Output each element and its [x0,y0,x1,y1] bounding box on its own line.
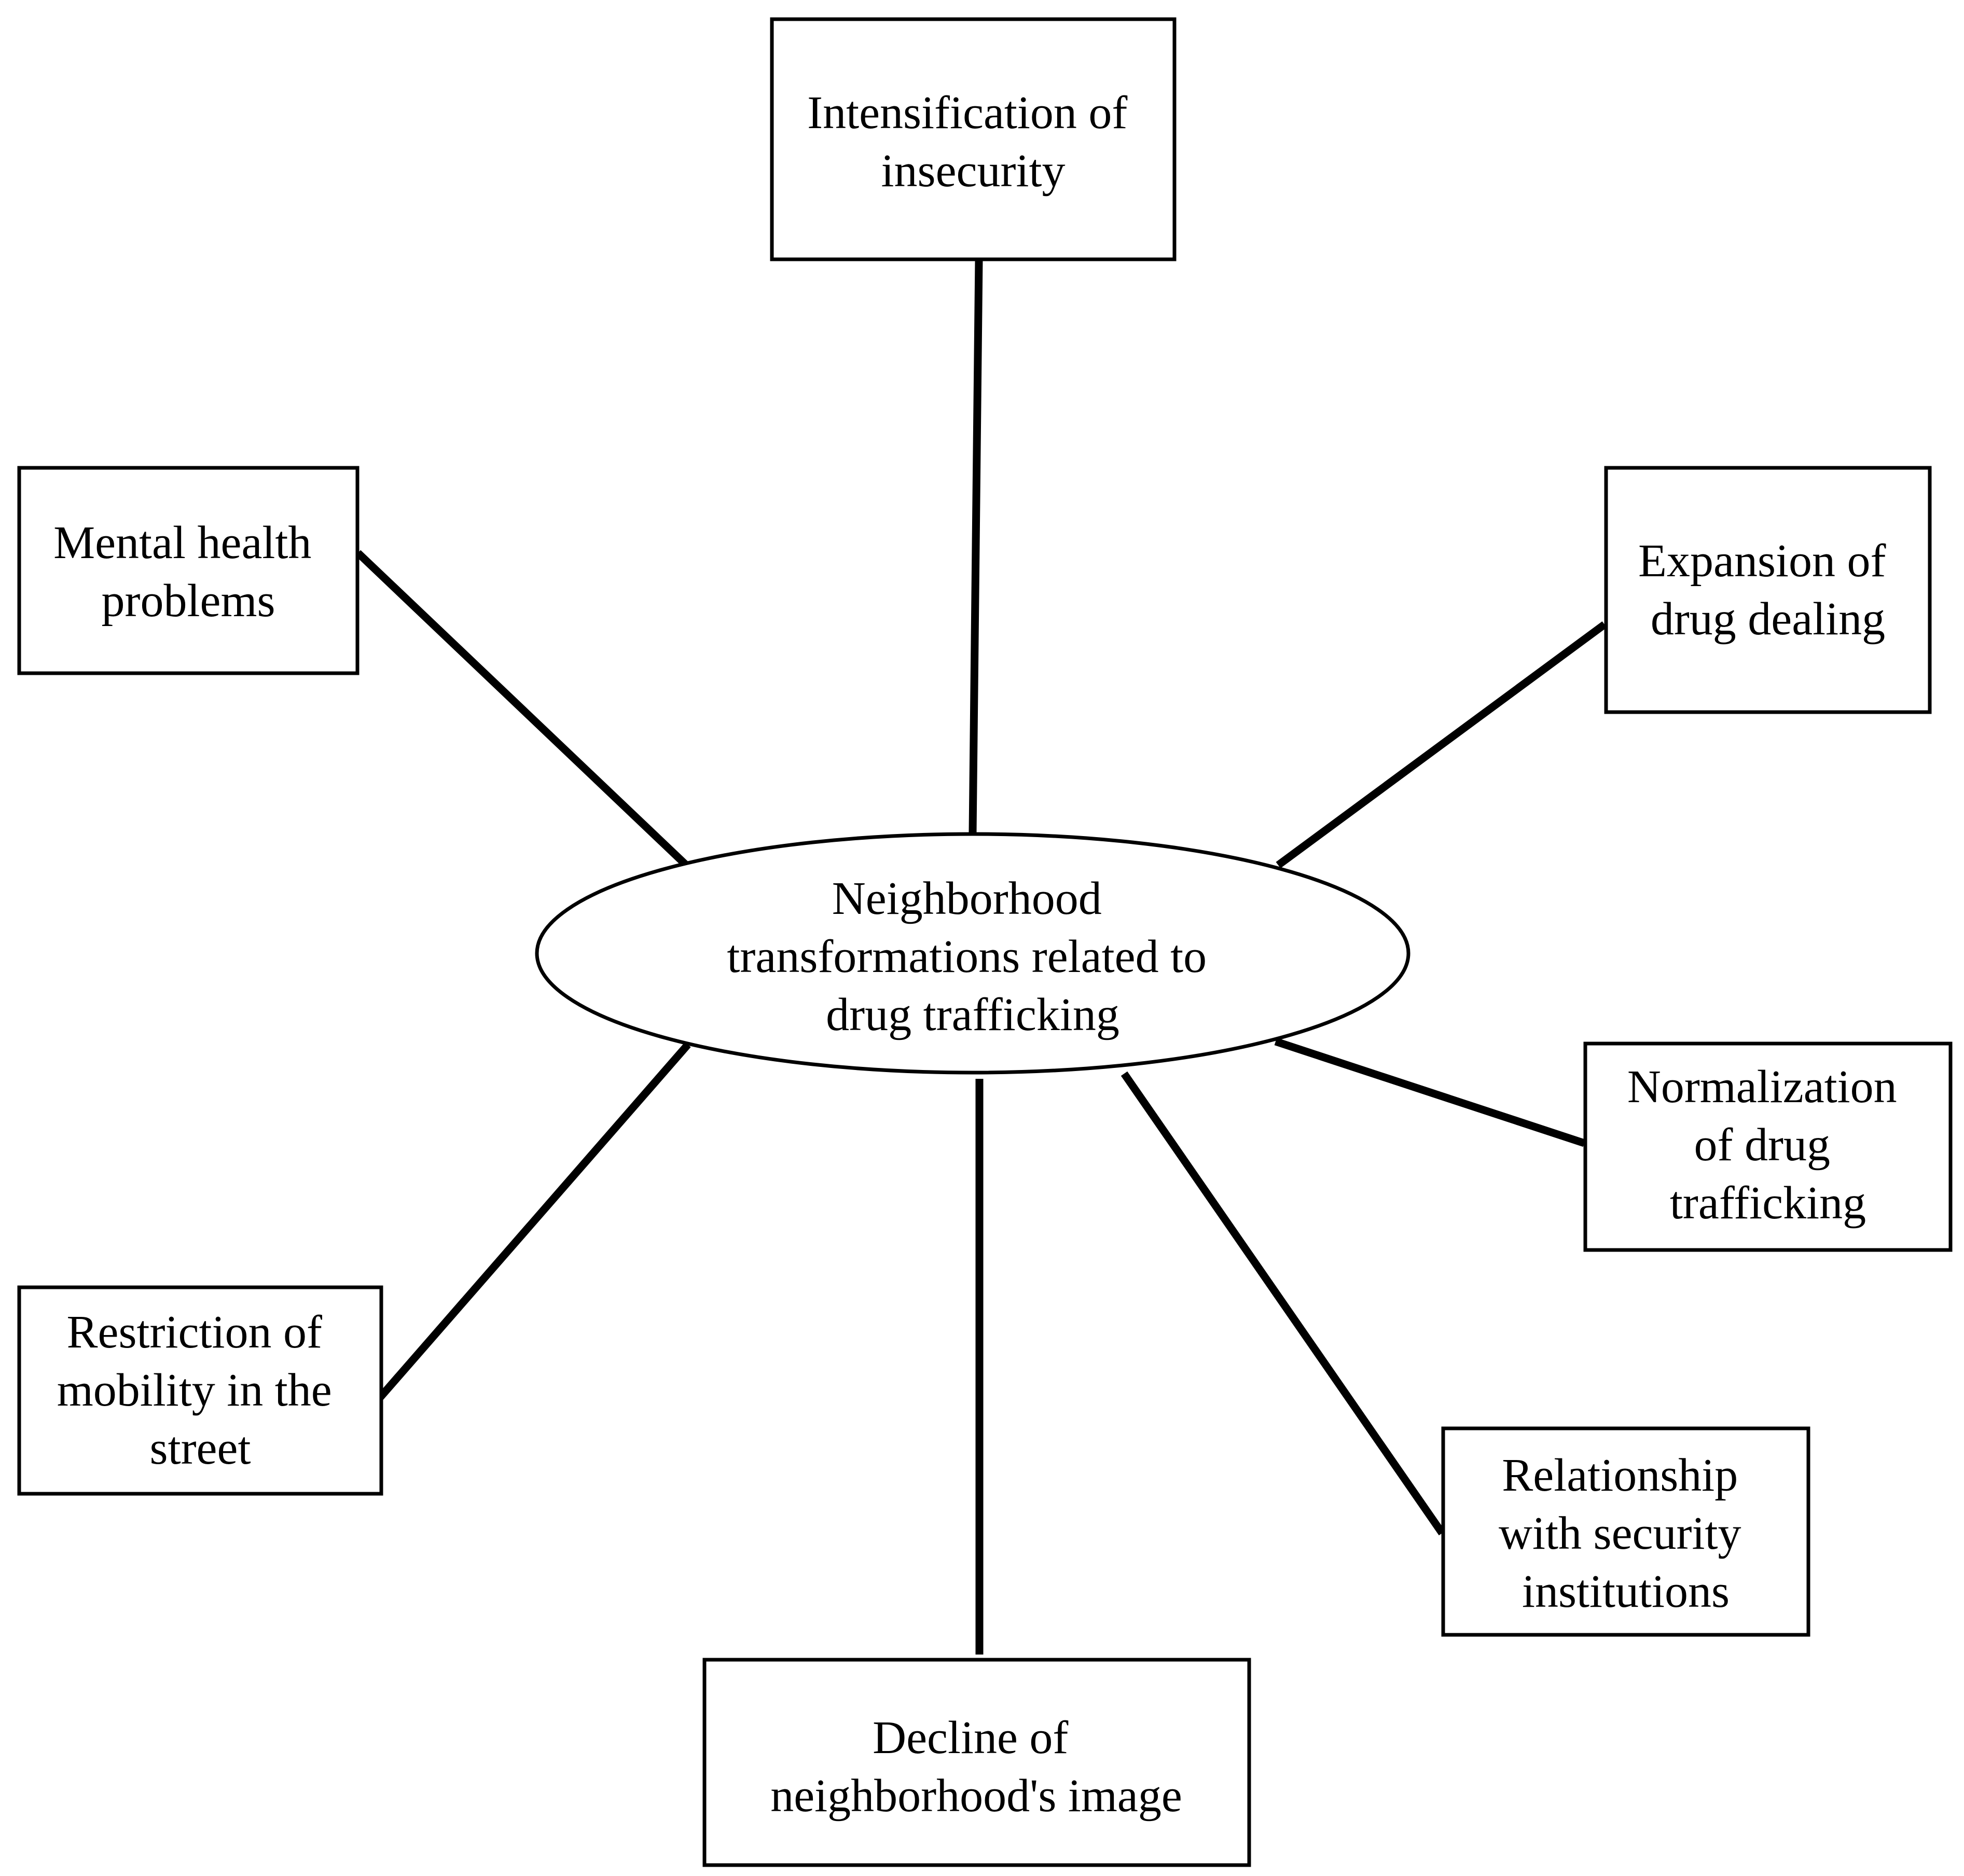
node-box [1441,1426,1810,1637]
node-label: Mental health problems [53,517,323,627]
node-label: Expansion of drug dealing [1638,535,1898,645]
node-label: Restriction of mobility in the street [57,1307,343,1474]
node-label-line: Intensification of [807,87,1127,138]
node-label-line: insecurity [881,145,1066,197]
node-relationship-with-security-institutions: Relationship with security institutions [1441,1426,1810,1637]
center-ellipse [535,832,1410,1075]
connector-relationship-with-security-institutions [1121,1071,1446,1536]
node-box [17,1285,383,1496]
center-node: Neighborhood transformations related to … [535,832,1410,1075]
node-label-line: with security [1499,1508,1741,1559]
node-label-line: of drug [1694,1119,1830,1171]
node-label-line: problems [102,575,275,627]
node-box [702,1658,1251,1867]
node-label-line: Mental health [53,517,311,568]
node-mental-health-problems: Mental health problems [17,466,359,675]
node-label: Relationship with security institutions [1499,1450,1753,1617]
connector-expansion-of-drug-dealing [1276,621,1607,869]
connectors [355,260,1607,1655]
center-label-line: Neighborhood [832,873,1102,924]
node-label-line: Normalization [1627,1061,1897,1113]
node-label-line: street [150,1423,251,1474]
connector-restriction-of-mobility [377,1042,691,1400]
node-box [770,17,1177,261]
node-label: Intensification of insecurity [807,87,1139,197]
node-box [17,466,359,675]
center-label-line: transformations related to [727,931,1207,982]
node-label-line: Relationship [1502,1450,1738,1501]
node-label-line: neighborhood's image [770,1770,1182,1822]
node-label: Decline of neighborhood's image [770,1712,1182,1822]
node-normalization-of-drug-trafficking: Normalization of drug trafficking [1583,1041,1953,1252]
node-box [1604,466,1932,714]
node-label-line: drug dealing [1651,593,1885,645]
connector-intensification-of-insecurity [969,260,983,833]
node-intensification-of-insecurity: Intensification of insecurity [770,17,1177,261]
connector-normalization-of-drug-trafficking [1274,1037,1586,1147]
node-label-line: Restriction of [67,1307,322,1358]
node-label-line: trafficking [1670,1177,1866,1229]
node-label-line: Expansion of [1638,535,1886,587]
node-restriction-of-mobility: Restriction of mobility in the street [17,1285,383,1496]
node-label-line: Decline of [873,1712,1068,1763]
node-expansion-of-drug-dealing: Expansion of drug dealing [1604,466,1932,714]
node-label: Normalization of drug trafficking [1627,1061,1908,1229]
connector-mental-health-problems [355,550,690,869]
center-label-line: drug trafficking [826,989,1119,1040]
node-box [1583,1041,1953,1252]
center-label: Neighborhood transformations related to … [727,873,1218,1040]
node-label-line: mobility in the [57,1365,332,1416]
node-label-line: institutions [1522,1566,1730,1617]
node-decline-of-neighborhood-image: Decline of neighborhood's image [702,1658,1251,1867]
